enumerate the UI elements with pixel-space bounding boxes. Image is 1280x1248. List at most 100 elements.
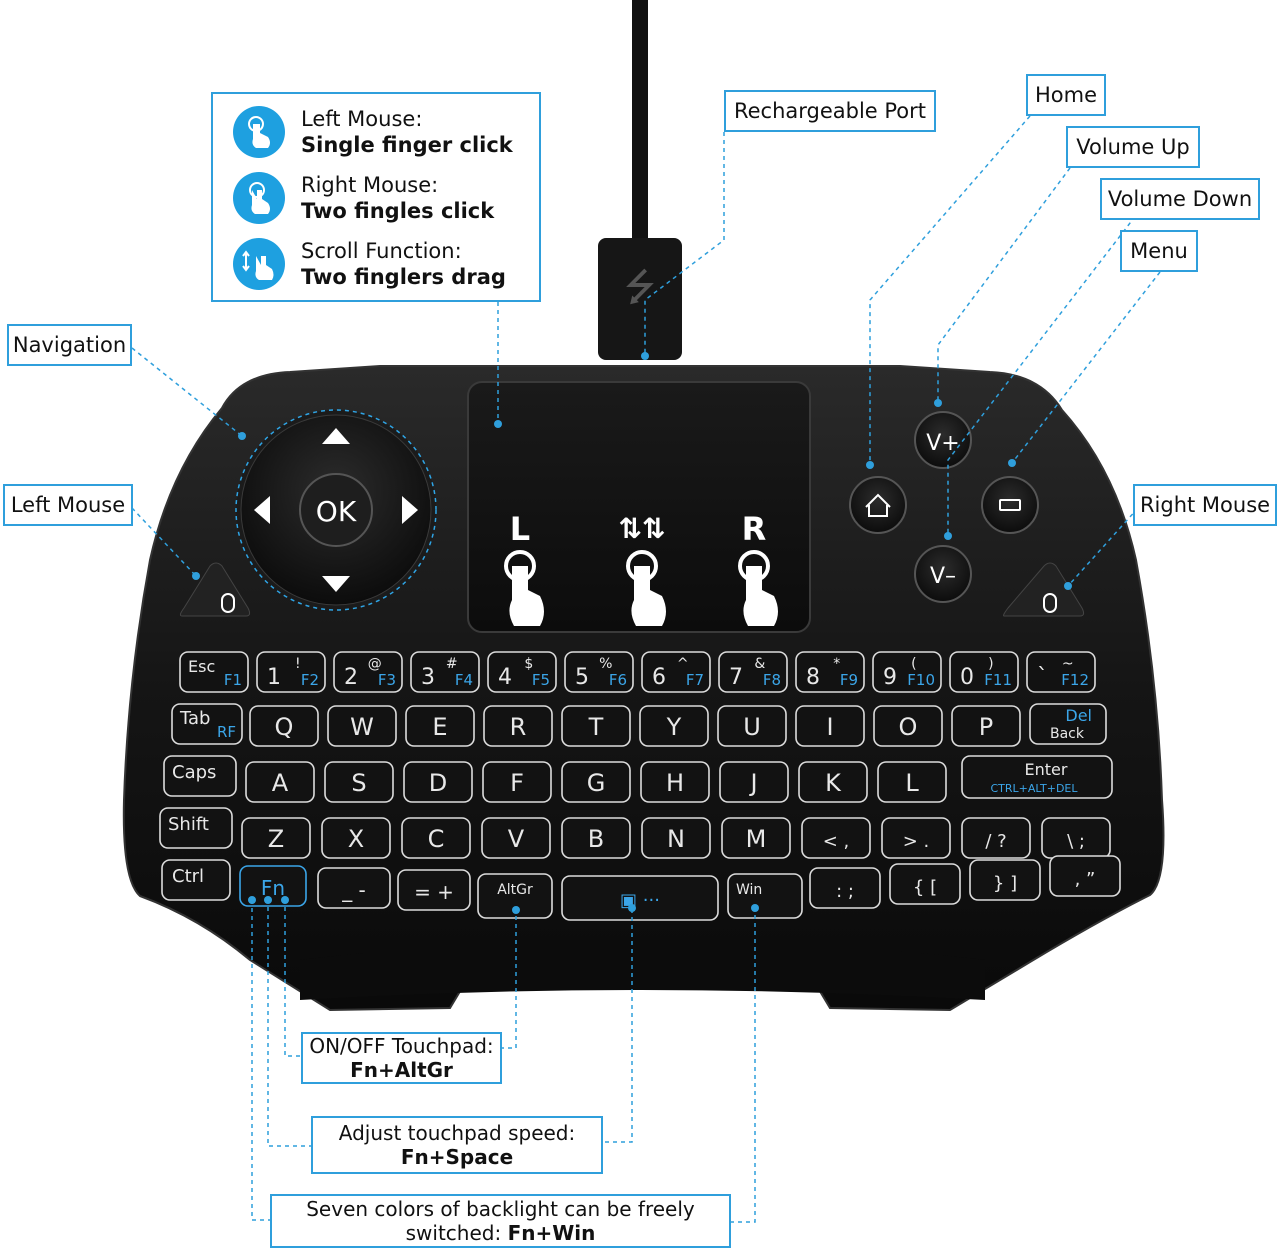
key-label: = + [414,880,454,904]
key-num[interactable]: `~F12 [1026,651,1096,693]
key-label: Ctrl [172,866,204,887]
key-letter[interactable]: Y [639,705,709,747]
legend-title: Left Mouse: [301,107,423,131]
key-label: < , [823,831,850,852]
key-letter[interactable]: P [951,705,1021,747]
key-num[interactable]: 6^F7 [641,651,711,693]
key-letter[interactable]: A [245,761,315,803]
key-label: 7 [729,665,743,690]
key-shift[interactable]: Shift [159,807,233,849]
key-space[interactable]: ▣ ··· [561,875,719,921]
key-letter[interactable]: T [561,705,631,747]
key-letter[interactable]: M [721,817,791,859]
key-fn[interactable]: Fn [239,865,307,907]
legend-item-scroll: Scroll Function:Two finglers drag [233,238,506,290]
single-finger-icon [233,106,285,158]
key-letter[interactable]: Q [249,705,319,747]
key-altgr[interactable]: AltGr [477,873,553,919]
menu-button[interactable] [981,476,1039,534]
key-letter[interactable]: Z [241,817,311,859]
key-num[interactable]: 3#F4 [410,651,480,693]
key-letter[interactable]: W [327,705,397,747]
key-label: Del [1065,706,1092,725]
menu-icon [999,499,1021,511]
touchpad-toggle-title: ON/OFF Touchpad: [309,1034,494,1058]
key-label: X [348,825,364,853]
key-plus[interactable]: = + [397,869,471,911]
right-mouse-button[interactable] [1003,562,1085,617]
key-num[interactable]: 2@F3 [333,651,403,693]
key-letter[interactable]: S [324,761,394,803]
key-label: O [899,713,918,741]
key-num[interactable]: 1!F2 [256,651,326,693]
key-letter[interactable]: R [483,705,553,747]
key-win[interactable]: Win [727,873,803,919]
key-symbol[interactable]: , ” [1049,855,1121,897]
key-letter[interactable]: U [717,705,787,747]
ok-button[interactable] [299,473,373,547]
volume-up-button[interactable] [914,411,972,469]
key-letter[interactable]: N [641,817,711,859]
arrow-left-icon[interactable] [254,496,270,524]
key-shift-label: ~ [1062,656,1074,672]
key-label: > . [903,831,930,852]
key-label: { [ [913,877,937,898]
key-num[interactable]: 4$F5 [487,651,557,693]
key-letter[interactable]: E [405,705,475,747]
key-letter[interactable]: G [561,761,631,803]
key-minus[interactable]: _ - [317,867,391,909]
key-shift-label: ! [295,656,301,672]
key-num[interactable]: 5%F6 [564,651,634,693]
key-letter[interactable]: V [481,817,551,859]
key-symbol[interactable]: : ; [809,867,881,909]
arrow-right-icon[interactable] [402,496,418,524]
left-mouse-button[interactable] [179,562,251,617]
legend-item-left-mouse: Left Mouse:Single finger click [233,106,513,158]
home-button[interactable] [849,476,907,534]
key-label: \ ; [1067,831,1085,852]
key-letter[interactable]: I [795,705,865,747]
key-label: Q [275,713,294,741]
key-letter[interactable]: C [401,817,471,859]
key-ctrl[interactable]: Ctrl [161,859,231,901]
key-letter[interactable]: / ? [961,817,1031,859]
key-letter[interactable]: K [798,761,868,803]
ok-label: OK [316,495,357,528]
key-label: Win [736,882,762,898]
touchpad[interactable] [467,381,811,633]
key-caps[interactable]: Caps [163,755,237,797]
key-symbol[interactable]: { [ [889,863,961,905]
key-label: Esc [188,657,215,676]
two-finger-icon [233,172,285,224]
key-num[interactable]: 9(F10 [872,651,942,693]
callout-touchpad-toggle: ON/OFF Touchpad: Fn+AltGr [301,1032,502,1084]
key-letter[interactable]: F [482,761,552,803]
key-letter[interactable]: O [873,705,943,747]
key-fn-label: F7 [686,671,704,689]
key-letter[interactable]: B [561,817,631,859]
arrow-down-icon[interactable] [322,576,350,592]
key-label: 2 [344,665,358,690]
key-num[interactable]: 7&F8 [718,651,788,693]
key-letter[interactable]: < , [801,817,871,859]
arrow-up-icon[interactable] [322,428,350,444]
key-label: , ” [1075,869,1096,890]
key-label: W [350,713,374,741]
key-num[interactable]: 0)F11 [949,651,1019,693]
key-letter[interactable]: > . [881,817,951,859]
mouse-icon [1043,593,1057,613]
key-letter[interactable]: D [403,761,473,803]
key-symbol[interactable]: } ] [969,859,1041,901]
key-letter[interactable]: L [877,761,947,803]
key-letter[interactable]: H [640,761,710,803]
key-letter[interactable]: J [719,761,789,803]
key-num[interactable]: 8*F9 [795,651,865,693]
key-letter[interactable]: X [321,817,391,859]
volume-down-button[interactable] [914,545,972,603]
key-letter[interactable]: \ ; [1041,817,1111,859]
key-fn-label: F4 [455,671,473,689]
